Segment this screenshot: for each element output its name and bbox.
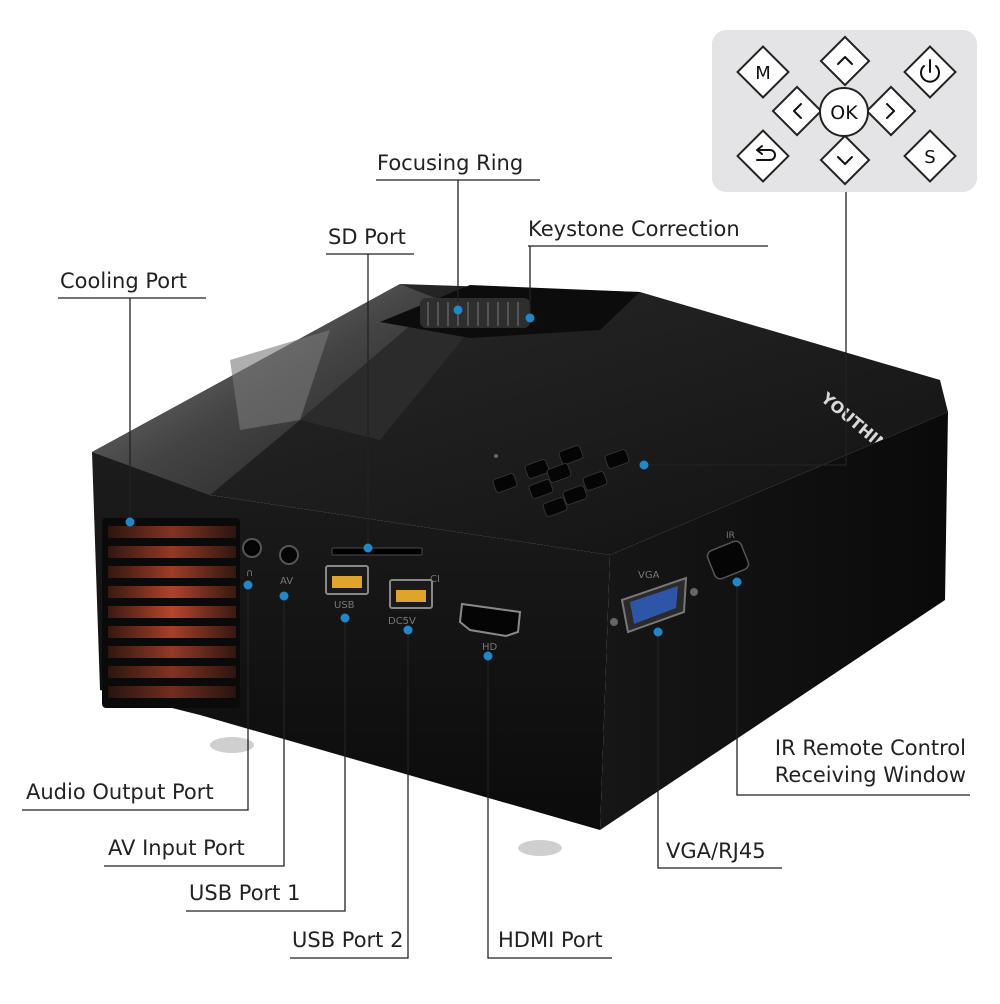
hdmi-marking: HD: [482, 642, 498, 653]
back-key: [736, 129, 790, 183]
focusing-ring-wheel: [420, 298, 530, 328]
leader-usb2: [290, 630, 409, 959]
leader-usb1: [186, 618, 346, 912]
label-usb-port-2: USB Port 2: [292, 928, 404, 952]
leader-lines: [22, 179, 970, 959]
leader-hdmi: [487, 656, 612, 959]
label-cooling-port: Cooling Port: [60, 269, 187, 293]
label-hdmi-port: HDMI Port: [498, 928, 603, 952]
leader-audio: [22, 585, 249, 811]
label-ir-remote-line2: Receiving Window: [774, 763, 966, 787]
label-audio-output-port: Audio Output Port: [26, 780, 214, 804]
label-vga-rj45: VGA/RJ45: [666, 839, 766, 863]
source-key: [903, 129, 957, 183]
top-keypad-buttons: [492, 445, 630, 517]
power-led: [494, 454, 498, 458]
menu-key-label: M: [755, 63, 771, 84]
cooling-vent: [102, 518, 240, 708]
sd-slot-marking: CI: [430, 574, 440, 585]
ok-key-label: OK: [830, 102, 858, 124]
leader-av: [104, 596, 285, 867]
label-keystone-correction: Keystone Correction: [528, 217, 740, 241]
av-jack-marking: AV: [280, 576, 293, 587]
power-icon: [920, 59, 940, 83]
left-key: [771, 85, 823, 137]
sd-card-slot: [331, 547, 423, 556]
label-av-input-port: AV Input Port: [108, 836, 245, 860]
front-foot-right: [518, 840, 562, 856]
audio-output-jack: [242, 538, 262, 558]
menu-key: [736, 45, 790, 99]
projector-side-panel: [600, 412, 948, 830]
keypad-inset: M OK S: [712, 30, 977, 192]
label-ir-remote: IR Remote Control Receiving Window: [740, 735, 966, 789]
ir-receiver-window: [706, 540, 750, 580]
vga-marking: VGA: [638, 570, 660, 581]
up-key: [819, 35, 871, 87]
chevron-right-icon: [886, 103, 895, 119]
anchor-dots: [125, 305, 742, 661]
hdmi-port-shape: [458, 602, 522, 638]
leader-ir: [736, 582, 970, 796]
glossy-facet: [230, 330, 330, 430]
audio-jack-marking: ∩: [246, 568, 253, 579]
source-key-label: S: [924, 147, 935, 168]
leader-vga: [657, 632, 782, 869]
usb2-marking: DC5V: [388, 616, 416, 627]
label-sd-port: SD Port: [328, 225, 406, 249]
vga-port-shape: [610, 576, 698, 634]
focusing-ring-ridges: [427, 302, 519, 326]
usb-port-2-shape: [389, 579, 433, 609]
label-focusing-ring: Focusing Ring: [377, 151, 524, 175]
chevron-up-icon: [837, 56, 853, 65]
chevron-left-icon: [793, 103, 802, 119]
right-key: [865, 85, 917, 137]
return-icon: [756, 145, 776, 161]
av-input-jack: [279, 545, 299, 565]
front-foot-left: [210, 737, 254, 753]
chevron-down-icon: [837, 156, 853, 165]
glossy-facet-dark: [300, 300, 470, 440]
ir-marking: IR: [726, 531, 735, 541]
usb-port-1-shape: [325, 565, 369, 595]
usb1-marking: USB: [334, 600, 355, 611]
label-ir-remote-line1: IR Remote Control: [774, 736, 966, 760]
down-key: [819, 134, 871, 186]
label-usb-port-1: USB Port 1: [189, 881, 301, 905]
leader-keypad: [644, 192, 847, 466]
ok-key: [819, 87, 869, 137]
